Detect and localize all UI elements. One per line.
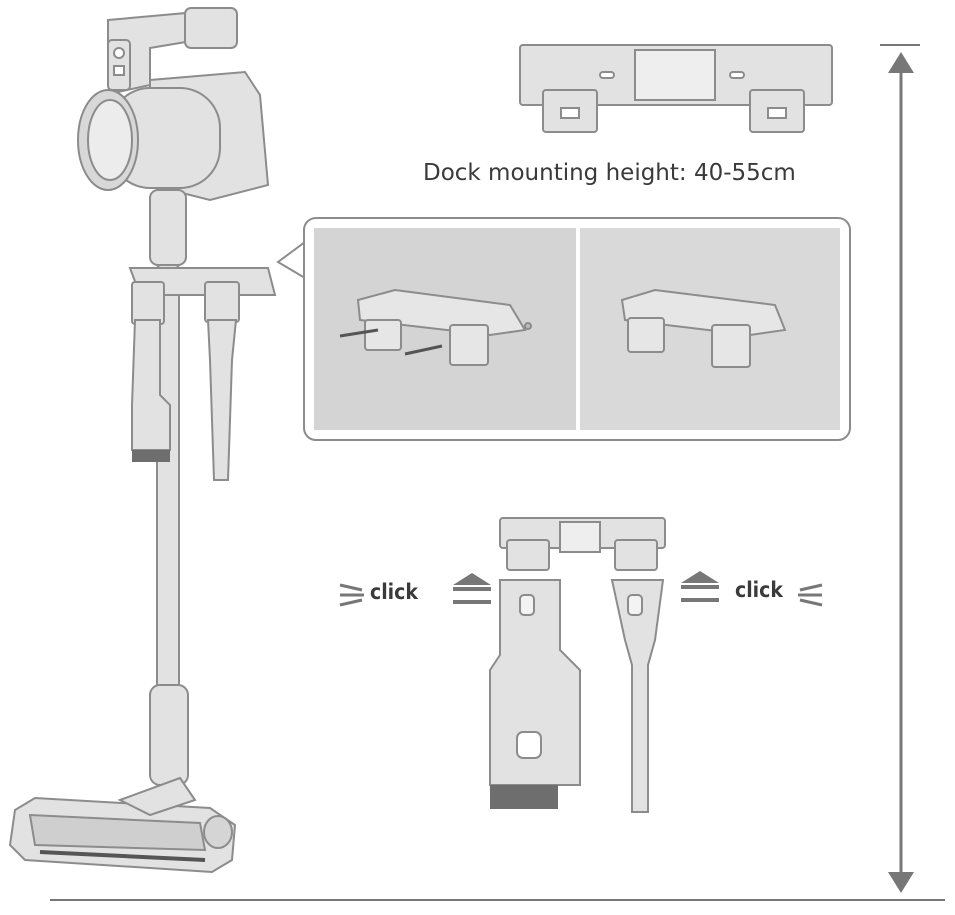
dock-top-view xyxy=(519,44,833,133)
floor-head-window xyxy=(28,813,207,852)
photo1-screw-a xyxy=(339,328,379,338)
mounting-height-label: Dock mounting height: 40-55cm xyxy=(423,160,796,186)
vacuum-cleaner-illustration xyxy=(8,7,270,874)
mini-brush-button xyxy=(516,731,542,759)
crevice-tool xyxy=(610,579,665,813)
floor-head-wheel xyxy=(203,815,233,849)
vacuum-neck xyxy=(149,189,187,266)
click-label-left: click xyxy=(370,580,418,604)
photo2-slot-b xyxy=(711,324,751,368)
click-label-right: click xyxy=(735,578,783,602)
height-arrow-up-icon xyxy=(888,52,914,73)
docked-mini-brush-bristles xyxy=(132,450,170,462)
dock-left-slot-a xyxy=(131,281,165,325)
dock-left-slot-b xyxy=(204,281,240,323)
clip-dock-slot-right xyxy=(614,539,658,571)
dock-top-slot-right-window xyxy=(767,107,787,119)
photo1-slot-a xyxy=(364,319,402,351)
installation-callout xyxy=(276,217,851,441)
dock-screw-hole-left xyxy=(599,71,615,79)
docked-mini-brush xyxy=(131,319,171,451)
dock-center-block xyxy=(634,49,716,101)
vacuum-filter-ring xyxy=(87,99,133,181)
click-sound-left-icon xyxy=(339,583,364,607)
up-arrow-right-icon xyxy=(681,571,719,602)
callout-pointer xyxy=(276,240,306,280)
photo1-screw-hole xyxy=(524,322,532,330)
floor-head-led-strip xyxy=(39,850,206,862)
dock-screw-hole-right xyxy=(729,71,745,79)
vacuum-lower-joint xyxy=(149,684,189,786)
crevice-tool-tab xyxy=(627,594,643,616)
mini-brush-bristles xyxy=(490,785,558,809)
clip-dock-slot-left xyxy=(506,539,550,571)
photo1-screw-b xyxy=(404,344,443,356)
dock-top-slot-left-window xyxy=(560,107,580,119)
power-button-icon xyxy=(113,47,125,59)
docked-crevice-tool xyxy=(206,319,238,481)
dock-clip-illustration xyxy=(489,517,666,813)
click-sound-right-icon xyxy=(798,583,823,607)
mode-button-icon xyxy=(113,65,125,76)
wall-dock-left xyxy=(128,267,277,481)
photo1-slot-b xyxy=(449,324,489,366)
height-arrow-down-icon xyxy=(888,872,914,893)
mini-brush-tool xyxy=(489,579,581,786)
photo2-slot-a xyxy=(627,317,665,353)
up-arrow-left-icon xyxy=(453,573,491,604)
height-dimension xyxy=(880,44,920,893)
mini-brush-tab xyxy=(519,594,535,616)
vacuum-handle-top xyxy=(184,7,238,49)
floor-head-neck xyxy=(117,776,197,817)
clip-dock-center xyxy=(559,521,601,553)
